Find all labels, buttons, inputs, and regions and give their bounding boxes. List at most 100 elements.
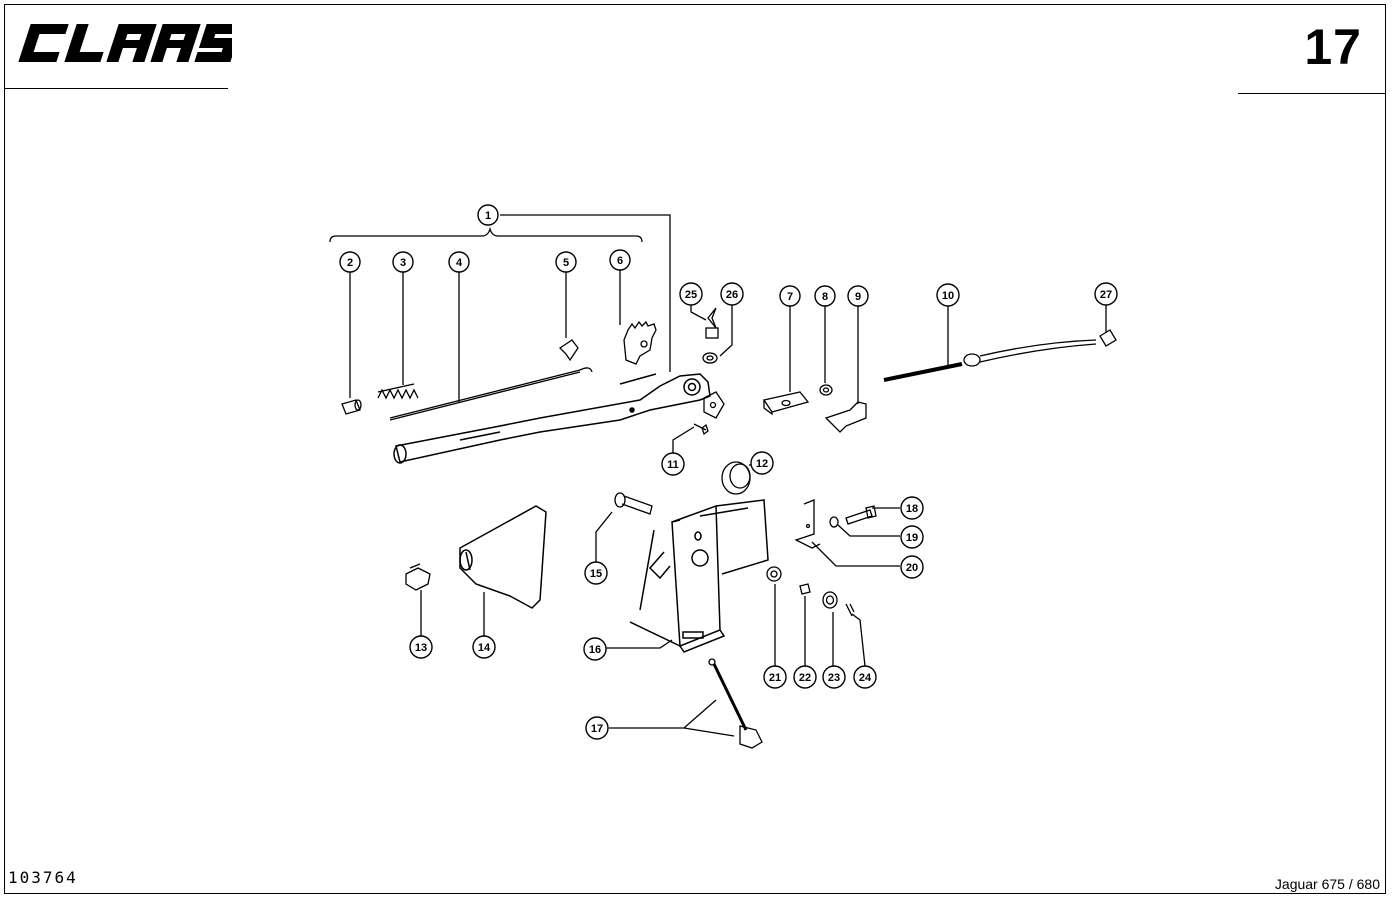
leader-line-15 [595, 511, 613, 562]
part-11-pin [693, 423, 709, 436]
svg-text:7: 7 [787, 291, 793, 303]
callout-15: 15 [584, 561, 608, 585]
callout-26: 26 [720, 282, 744, 306]
part-19-washer [829, 516, 839, 528]
callout-23: 23 [822, 665, 846, 689]
callout-21: 21 [763, 665, 787, 689]
model-label: Jaguar 675 / 680 [1274, 876, 1380, 892]
callout-27: 27 [1094, 282, 1118, 306]
part-7-block [762, 391, 810, 416]
part-4-rod [389, 367, 593, 421]
callouts: 1 2 3 4 5 6 7 8 9 10 11 12 13 14 15 16 1… [339, 204, 1118, 740]
part-27-clip [1099, 329, 1117, 347]
callout-25: 25 [679, 282, 703, 306]
svg-text:17: 17 [591, 723, 603, 735]
callout-16: 16 [583, 637, 607, 661]
svg-text:15: 15 [590, 568, 602, 580]
svg-text:19: 19 [906, 532, 918, 544]
svg-text:27: 27 [1100, 289, 1112, 301]
callout-2: 2 [339, 251, 361, 273]
callout-20: 20 [900, 555, 924, 579]
leader-line-20 [811, 541, 900, 567]
svg-text:22: 22 [799, 672, 811, 684]
svg-text:6: 6 [617, 255, 623, 267]
page-frame [4, 4, 1386, 894]
part-22-sleeve [799, 583, 811, 595]
svg-text:9: 9 [855, 291, 861, 303]
svg-text:25: 25 [685, 289, 697, 301]
callout-5: 5 [555, 251, 577, 273]
part-8-washer [819, 384, 833, 396]
part-21-nut [766, 566, 782, 582]
part-5-pawl [558, 339, 579, 362]
page-number: 17 [1304, 19, 1362, 75]
part-20-bracket [794, 499, 821, 549]
leader-line-24 [851, 613, 866, 667]
callout-11: 11 [661, 452, 685, 476]
page-number-rule [1238, 93, 1386, 94]
main-lever-arm [393, 373, 711, 464]
svg-text:2: 2 [347, 257, 353, 269]
leader-line-1 [500, 214, 671, 372]
part-6-toothed-segment [623, 320, 657, 365]
svg-text:21: 21 [769, 672, 781, 684]
claas-logo [18, 24, 232, 62]
part-2-bushing [341, 399, 362, 415]
svg-text:8: 8 [822, 291, 828, 303]
logo-rule [4, 88, 228, 89]
svg-text:13: 13 [415, 642, 427, 654]
svg-text:18: 18 [906, 503, 918, 515]
part-3-spring [377, 383, 419, 400]
part-23-ring [822, 591, 838, 609]
part-16-console [629, 499, 769, 653]
callout-7: 7 [779, 285, 801, 307]
svg-text:16: 16 [589, 644, 601, 656]
callout-22: 22 [793, 665, 817, 689]
callout-24: 24 [853, 665, 877, 689]
part-9-bracket [824, 401, 867, 433]
callout-3: 3 [392, 251, 414, 273]
svg-text:5: 5 [563, 257, 569, 269]
part-14-boot [459, 505, 547, 609]
svg-text:10: 10 [942, 290, 954, 302]
callout-1: 1 [477, 204, 499, 226]
callout-13: 13 [409, 635, 433, 659]
svg-text:1: 1 [485, 210, 491, 222]
callout-18: 18 [900, 496, 924, 520]
part-17-adjuster [708, 658, 763, 749]
part-15-bolt [614, 492, 653, 515]
part-18-bolt [845, 505, 877, 525]
leader-line-26 [719, 305, 733, 357]
svg-text:24: 24 [859, 672, 872, 684]
svg-text:4: 4 [456, 257, 463, 269]
svg-text:3: 3 [400, 257, 406, 269]
callout-12: 12 [750, 451, 774, 475]
svg-text:11: 11 [667, 459, 679, 471]
callout-10: 10 [936, 283, 960, 307]
callout-8: 8 [814, 285, 836, 307]
part-25-grease-nipple [705, 307, 719, 339]
part-12-cap [721, 461, 751, 495]
leader-line-17 [609, 699, 735, 737]
leader-line-19 [837, 524, 900, 537]
callout-9: 9 [847, 285, 869, 307]
part-26-nut [702, 352, 718, 364]
svg-text:14: 14 [478, 642, 491, 654]
leader-line-25 [690, 305, 707, 321]
svg-text:26: 26 [726, 289, 738, 301]
callout-14: 14 [472, 635, 496, 659]
document-number: 103764 [8, 868, 78, 887]
callout-19: 19 [900, 525, 924, 549]
leader-line-11 [672, 426, 695, 454]
callout-6: 6 [609, 249, 631, 271]
svg-text:23: 23 [828, 672, 840, 684]
callout-17: 17 [585, 716, 609, 740]
group-bracket [329, 226, 643, 243]
part-24-split-pin [845, 603, 855, 617]
callout-4: 4 [448, 251, 470, 273]
leader-line-16 [606, 639, 673, 649]
part-10-cable [883, 339, 1097, 382]
lever-clevis [703, 391, 725, 419]
svg-text:20: 20 [906, 562, 918, 574]
